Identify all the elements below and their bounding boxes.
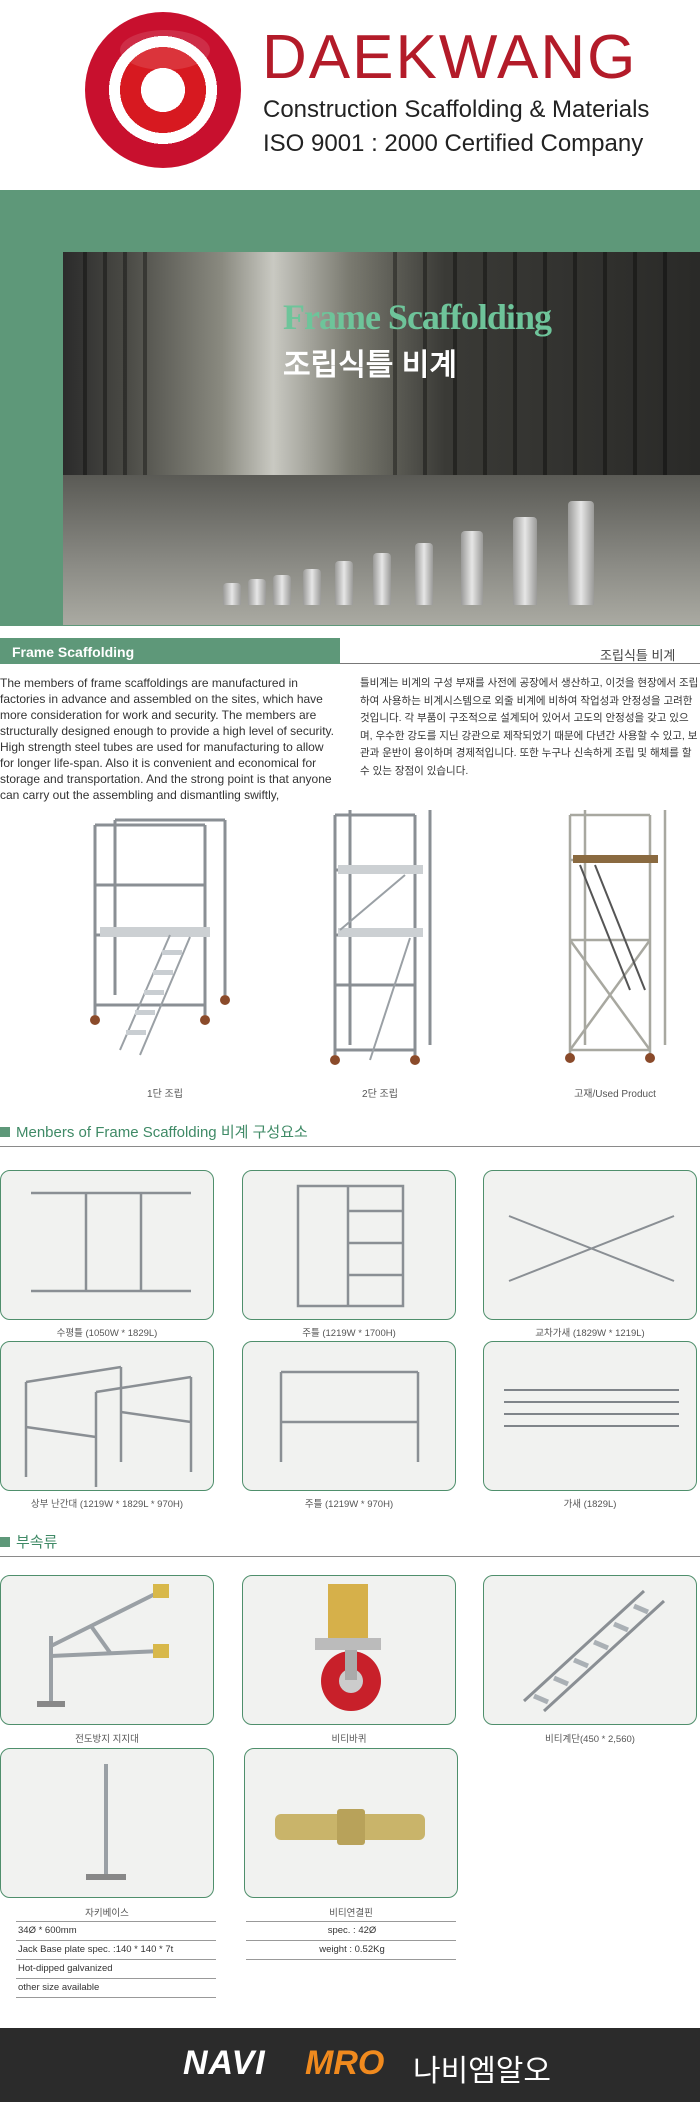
accessory-label-2: 비티바퀴 bbox=[331, 1734, 367, 1745]
member-card-cross-brace bbox=[483, 1170, 697, 1320]
accessory-label-4: 자키베이스 bbox=[85, 1908, 129, 1919]
used-product-scaffold-image bbox=[565, 810, 667, 1063]
member-label-5: 주틀 (1219W * 970H) bbox=[304, 1499, 394, 1510]
accessories-title: 부속류 bbox=[0, 1531, 57, 1552]
accessories-title-text: 부속류 bbox=[16, 1534, 58, 1551]
member-card-top-guardrail bbox=[0, 1341, 214, 1491]
one-stage-scaffold-image bbox=[90, 818, 230, 1056]
members-title-text: Menbers of Frame Scaffolding 비계 구성요소 bbox=[16, 1124, 308, 1141]
member-label-6: 가새 (1829L) bbox=[563, 1499, 617, 1510]
members-divider bbox=[0, 1146, 700, 1147]
member-card-horizontal-frame bbox=[0, 1170, 214, 1320]
footer-logo-mro: MRO bbox=[305, 2044, 385, 2082]
pin-spec-table: spec. : 42Ø weight : 0.52Kg bbox=[246, 1921, 456, 1960]
section-divider bbox=[340, 663, 700, 664]
accessory-card-jack-base bbox=[0, 1748, 214, 1898]
member-label-4: 상부 난간대 (1219W * 1829L * 970H) bbox=[30, 1499, 184, 1510]
spec-row: Hot-dipped galvanized bbox=[16, 1960, 216, 1979]
accessory-label-1: 전도방지 지지대 bbox=[75, 1734, 139, 1745]
member-label-2: 주틀 (1219W * 1700H) bbox=[302, 1328, 396, 1339]
description-ko: 틀비계는 비계의 구성 부재를 사전에 공장에서 생산하고, 이것을 현장에서 … bbox=[360, 677, 699, 777]
jack-base-spec-table: 34Ø * 600mm Jack Base plate spec. :140 *… bbox=[16, 1921, 216, 1998]
tower-label-1: 1단 조립 bbox=[147, 1089, 183, 1100]
members-title: Menbers of Frame Scaffolding 비계 구성요소 bbox=[0, 1121, 308, 1142]
section-header-bar bbox=[0, 638, 340, 664]
accessory-label-3: 비티계단(450 * 2,560) bbox=[545, 1734, 635, 1745]
spec-row: other size available bbox=[16, 1979, 216, 1998]
brand-subtitle: Construction Scaffolding & Materials bbox=[263, 96, 650, 123]
two-stage-scaffold-image bbox=[330, 810, 432, 1065]
member-card-main-frame bbox=[242, 1170, 456, 1320]
spec-row: weight : 0.52Kg bbox=[246, 1941, 456, 1960]
accessory-card-outrigger bbox=[0, 1575, 214, 1725]
tower-label-3: 고재/Used Product bbox=[574, 1089, 656, 1100]
member-card-brace bbox=[483, 1341, 697, 1491]
footer-logo-korean: 나비엠알오 bbox=[413, 2055, 551, 2088]
accessory-card-caster bbox=[242, 1575, 456, 1725]
footer bbox=[0, 2028, 700, 2102]
accessory-card-pin bbox=[244, 1748, 458, 1898]
section-title-ko: 조립식틀 비계 bbox=[600, 648, 676, 663]
spec-row: 34Ø * 600mm bbox=[16, 1922, 216, 1941]
footer-logo-navi: NAVI bbox=[183, 2044, 266, 2082]
accessory-card-stair bbox=[483, 1575, 697, 1725]
daekwang-logo-icon bbox=[85, 12, 241, 168]
hero-photo bbox=[63, 252, 700, 625]
spec-row: Jack Base plate spec. :140 * 140 * 7t bbox=[16, 1941, 216, 1960]
hero-title-en: Frame Scaffolding bbox=[283, 297, 552, 337]
description-en: The members of frame scaffoldings are ma… bbox=[0, 676, 334, 802]
member-card-short-frame bbox=[242, 1341, 456, 1491]
member-label-1: 수평틀 (1050W * 1829L) bbox=[56, 1328, 158, 1339]
brand-name: DAEKWANG bbox=[262, 23, 638, 92]
accessory-label-5: 비티연결핀 bbox=[329, 1908, 373, 1919]
hero-title-ko: 조립식틀 비계 bbox=[283, 349, 457, 382]
tower-label-2: 2단 조립 bbox=[362, 1089, 398, 1100]
section-title-en: Frame Scaffolding bbox=[12, 644, 135, 660]
spec-row: spec. : 42Ø bbox=[246, 1922, 456, 1941]
member-label-3: 교차가새 (1829W * 1219L) bbox=[535, 1328, 645, 1339]
certification-text: ISO 9001 : 2000 Certified Company bbox=[263, 130, 644, 157]
accessories-divider bbox=[0, 1556, 700, 1557]
